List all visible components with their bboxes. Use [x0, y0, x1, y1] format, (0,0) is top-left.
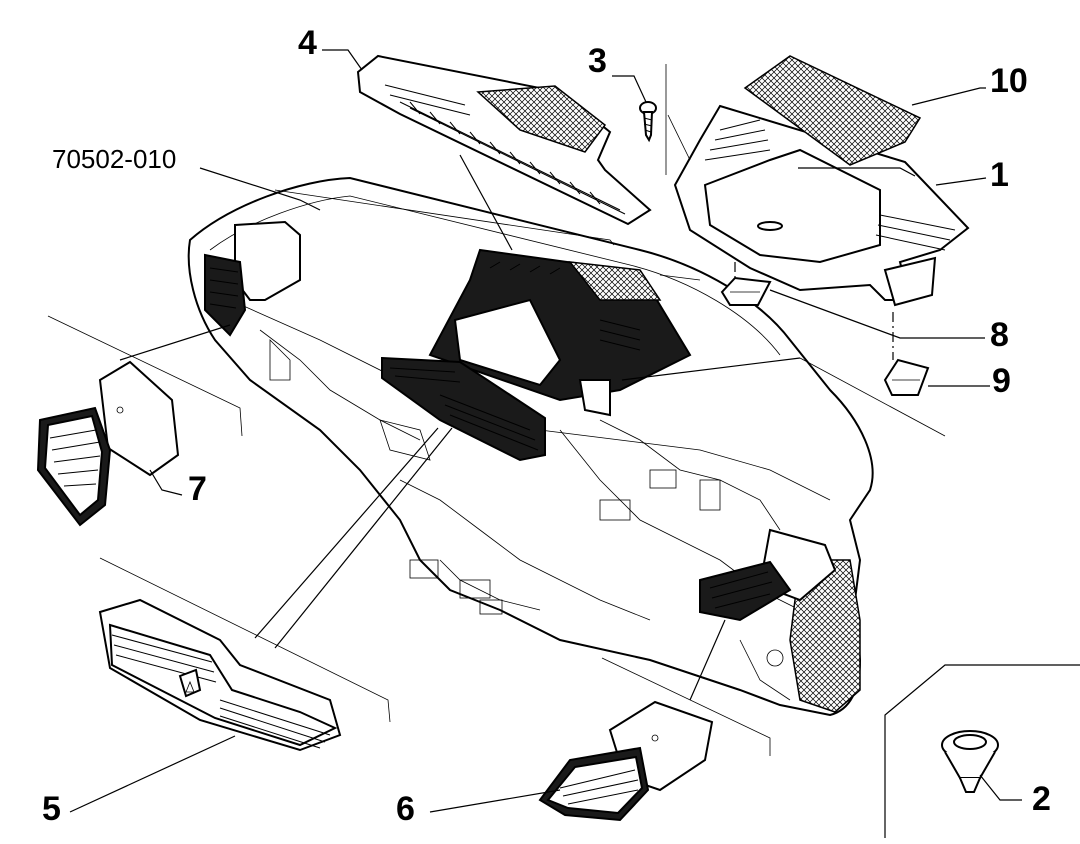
leader-lines — [69, 49, 1022, 813]
part-8-clip — [720, 276, 772, 306]
construction-lines — [47, 64, 946, 756]
part-3-screw — [639, 101, 657, 143]
callout-label-3: 3 — [588, 42, 607, 80]
callout-label-7: 7 — [188, 470, 207, 508]
part-1-center-fascia — [673, 104, 970, 307]
part-7-left-vent — [36, 360, 180, 527]
callout-label-5: 5 — [42, 790, 61, 828]
part-5-center-vents — [98, 598, 342, 752]
callout-label-4: 4 — [298, 24, 317, 62]
part-10-mesh-pad — [743, 55, 922, 166]
callout-label-9: 9 — [992, 362, 1011, 400]
callout-label-2: 2 — [1032, 780, 1051, 818]
reference-code-label: 70502-010 — [52, 144, 177, 174]
callout-label-10: 10 — [990, 62, 1028, 100]
left-vent-installed — [204, 220, 301, 337]
right-vent-installed — [699, 528, 837, 622]
callout-label-6: 6 — [396, 790, 415, 828]
center-vents-installed — [381, 356, 546, 462]
callout-label-1: 1 — [990, 156, 1009, 194]
part-4-upper-grille — [356, 54, 652, 226]
part-2-push-clip — [884, 664, 1080, 838]
callout-label-8: 8 — [990, 316, 1009, 354]
center-fascia-installed — [428, 248, 692, 417]
part-9-clip — [883, 358, 930, 396]
part-6-right-vent — [538, 700, 714, 822]
